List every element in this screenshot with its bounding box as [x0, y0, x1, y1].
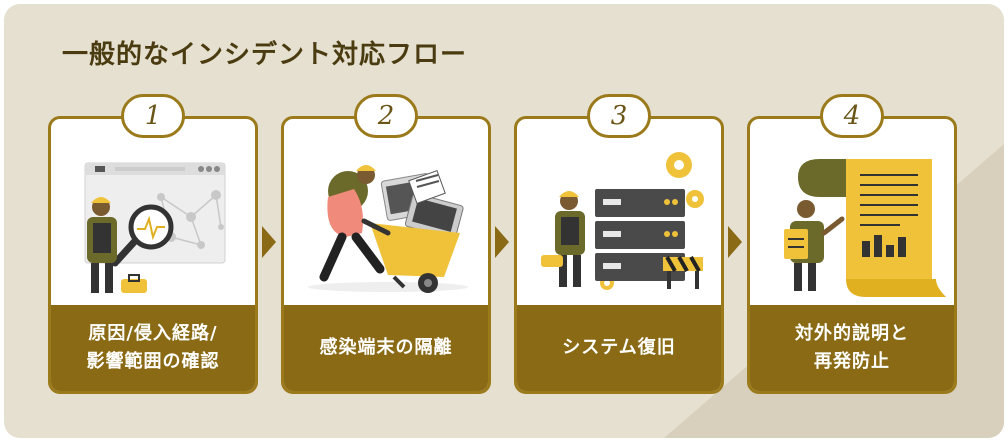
step-card-1: 原因/侵入経路/ 影響範囲の確認: [48, 116, 258, 394]
step-card-2: 感染端末の隔離: [281, 116, 491, 394]
step-number-2: 2: [354, 94, 418, 138]
report-document-icon: [784, 159, 946, 297]
step-label-3: システム復旧: [517, 305, 721, 391]
investigation-icon: [84, 162, 226, 293]
step-number-4: 4: [820, 94, 884, 138]
server-recovery-icon: [541, 152, 704, 290]
flow-arrow-2: [495, 226, 509, 258]
flow-panel: 一般的なインシデント対応フロー: [4, 4, 1004, 438]
flow-arrow-1: [262, 226, 276, 258]
step-label-4: 対外的説明と 再発防止: [750, 305, 954, 391]
isolation-cart-icon: [308, 165, 468, 293]
step-card-3: システム復旧: [514, 116, 724, 394]
step-label-1: 原因/侵入経路/ 影響範囲の確認: [51, 305, 255, 391]
step-card-4: 対外的説明と 再発防止: [747, 116, 957, 394]
step-number-3: 3: [587, 94, 651, 138]
step-label-2: 感染端末の隔離: [284, 305, 488, 391]
step-number-1: 1: [121, 94, 185, 138]
flow-arrow-3: [728, 226, 742, 258]
page-title: 一般的なインシデント対応フロー: [62, 40, 468, 70]
